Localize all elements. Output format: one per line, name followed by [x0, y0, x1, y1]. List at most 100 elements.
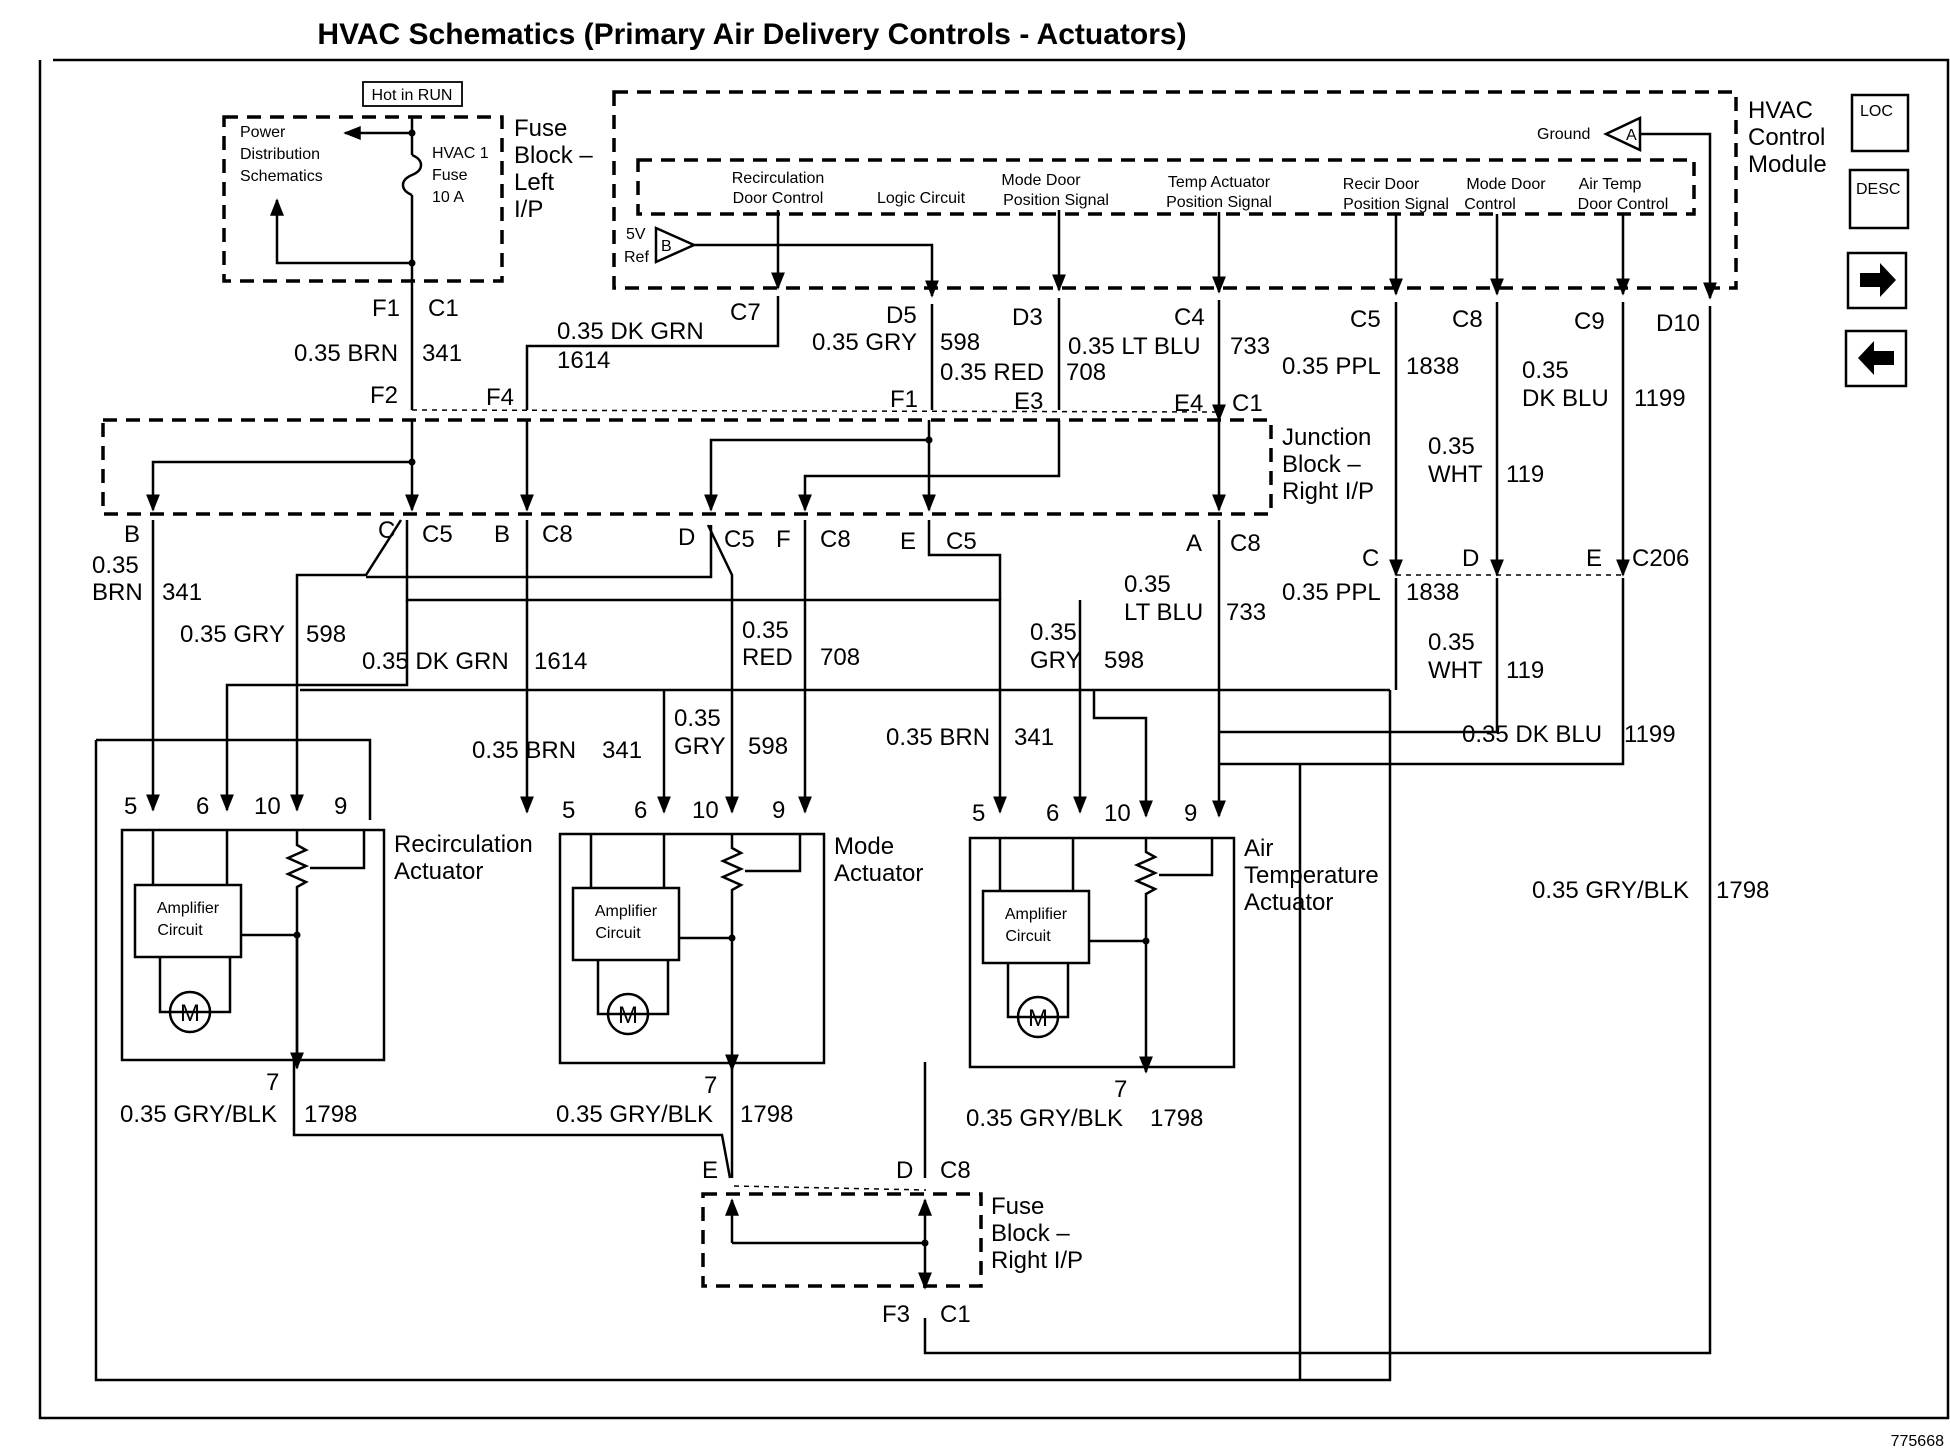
air-pin-9: 9 [1184, 800, 1197, 827]
arrow-left-icon [1858, 341, 1894, 375]
motor-icon [168, 990, 212, 1034]
junction-output-pins: B C C5 B C8 D C5 F C8 E C5 A C8 C D E C2… [124, 517, 1689, 576]
loc-button-label: LOC [1860, 103, 1893, 120]
ref-label-2: Ref [624, 249, 649, 266]
motor-icon [606, 992, 650, 1036]
pin-e-1: E [900, 528, 916, 555]
hvac-module-label-1: HVAC [1748, 97, 1813, 124]
pin-e4: E4 [1174, 390, 1203, 417]
wire-brn-mode: 0.35 BRN [472, 737, 576, 764]
wire-gry-left: 0.35 GRY [180, 621, 285, 648]
signal-temp-pos-label-2: Position Signal [1166, 194, 1272, 211]
wire-gryblk-air: 0.35 GRY/BLK [966, 1105, 1123, 1132]
wire-brn-air: 0.35 BRN [886, 724, 990, 751]
pin-c-1: C [378, 517, 395, 544]
wire-1199-mid: 1199 [1624, 721, 1676, 748]
pin-c5-2: C5 [724, 526, 755, 553]
fuse-block-right: E D C8 Fuse Block – Right I/P F3 C1 [701, 1157, 1083, 1328]
mode-pin-7: 7 [704, 1072, 717, 1099]
wire-733-top: 733 [1230, 333, 1270, 360]
outer-frame [38, 58, 1950, 1420]
air-temperature-actuator: 5 6 10 9 Air Temperature Actuator Amplif… [968, 800, 1379, 1103]
wire-119-top: 119 [1506, 461, 1544, 488]
pin-d10: D10 [1656, 310, 1700, 337]
air-amp-label-2: Circuit [1005, 928, 1051, 945]
pin-c5-1: C5 [422, 521, 453, 548]
mode-amp-label-2: Circuit [595, 925, 641, 942]
junction-block-right: Junction Block – Right I/P F2 F4 F1 E3 E… [101, 382, 1374, 516]
recirc-amp-label-1: Amplifier [157, 900, 220, 917]
signal-mode-pos-label-2: Position Signal [1003, 192, 1109, 209]
ref-marker-icon [654, 226, 698, 264]
hvac-control-module: HVAC Control Module Ground A 5V Ref B Re… [612, 90, 1827, 300]
wire-598-mode: 598 [748, 733, 788, 760]
fuse-block-left-label-3: Left [514, 169, 554, 196]
power-dist-label-2: Distribution [240, 146, 320, 163]
air-amp-label-1: Amplifier [1005, 906, 1068, 923]
fuse-block-right-label-2: Block – [991, 1220, 1070, 1247]
wire-1614-mid: 1614 [534, 648, 587, 675]
recirc-pin-7: 7 [266, 1069, 279, 1096]
signal-recir-pos-label-2: Position Signal [1343, 196, 1449, 213]
wire-dkblu-top-1: 0.35 [1522, 357, 1569, 384]
signal-air-ctl-label-1: Air Temp [1579, 176, 1642, 193]
pin-d5: D5 [886, 302, 917, 329]
ref-marker-letter: B [661, 238, 672, 255]
air-pin-5: 5 [972, 800, 985, 827]
wire-1838-top: 1838 [1406, 353, 1459, 380]
loc-button[interactable]: LOC [1850, 93, 1910, 153]
air-pin-10: 10 [1104, 800, 1131, 827]
pin-f-1: F [776, 526, 791, 553]
prev-page-button[interactable] [1844, 329, 1908, 388]
next-page-button[interactable] [1846, 251, 1908, 310]
pin-c8-fuse: C8 [940, 1157, 971, 1184]
pin-c1: C1 [428, 295, 459, 322]
pin-b-2: B [494, 521, 510, 548]
pin-c1-junction: C1 [1232, 390, 1263, 417]
wire-708-mid: 708 [820, 644, 860, 671]
fuse-icon [401, 153, 423, 197]
desc-button[interactable]: DESC [1848, 168, 1910, 230]
signal-temp-pos-label-1: Temp Actuator [1168, 174, 1271, 191]
pin-c1-fuse: C1 [940, 1301, 971, 1328]
wire-runs [94, 296, 1712, 1382]
mode-pin-9: 9 [772, 797, 785, 824]
pin-e-2: E [1586, 545, 1602, 572]
fuse-block-left-label-2: Block – [514, 142, 593, 169]
signal-logic-label: Logic Circuit [877, 190, 966, 207]
mode-actuator: 5 6 10 9 Mode Actuator Amplifier Circuit… [558, 797, 923, 1099]
wire-red-top: 0.35 RED [940, 359, 1044, 386]
pin-c8-2: C8 [820, 526, 851, 553]
wire-341-top: 341 [422, 340, 462, 367]
recirc-pin-9: 9 [334, 793, 347, 820]
wire-598-mid: 598 [1104, 647, 1144, 674]
pin-c8: C8 [1452, 306, 1483, 333]
fuse-block-left-label-4: I/P [514, 196, 543, 223]
wire-119-mid: 119 [1506, 657, 1544, 684]
recirculation-actuator: 5 6 10 9 Recirculation Actuator Amplifie… [120, 793, 533, 1096]
recirc-pin-5: 5 [124, 793, 137, 820]
wire-gryblk-right: 0.35 GRY/BLK [1532, 877, 1689, 904]
fuse-label-2: Fuse [432, 167, 468, 184]
wire-733-mid: 733 [1226, 599, 1266, 626]
wire-labels: 0.35 BRN 341 0.35 DK GRN 1614 0.35 GRY 5… [92, 318, 1769, 1132]
wire-1798-mode: 1798 [740, 1101, 793, 1128]
signal-mode-pos-label-1: Mode Door [1001, 172, 1081, 189]
fuse-label-1: HVAC 1 [432, 145, 489, 162]
fuse-block-right-label-1: Fuse [991, 1193, 1044, 1220]
pin-c-2: C [1362, 545, 1379, 572]
air-label-1: Air [1244, 835, 1273, 862]
wire-dkgrn-top: 0.35 DK GRN [557, 318, 704, 345]
pin-d3: D3 [1012, 304, 1043, 331]
wire-598-top: 598 [940, 329, 980, 356]
pin-e-fuse: E [702, 1157, 718, 1184]
mode-label-1: Mode [834, 833, 894, 860]
signal-mode-ctl-label-2: Control [1464, 196, 1516, 213]
hvac-module-label-2: Control [1748, 124, 1825, 151]
pin-c5-3: C5 [946, 528, 977, 555]
pin-a-1: A [1186, 530, 1202, 557]
wire-gry-mid-1: 0.35 [1030, 619, 1077, 646]
pin-c4: C4 [1174, 304, 1205, 331]
pin-d-2: D [1462, 545, 1479, 572]
